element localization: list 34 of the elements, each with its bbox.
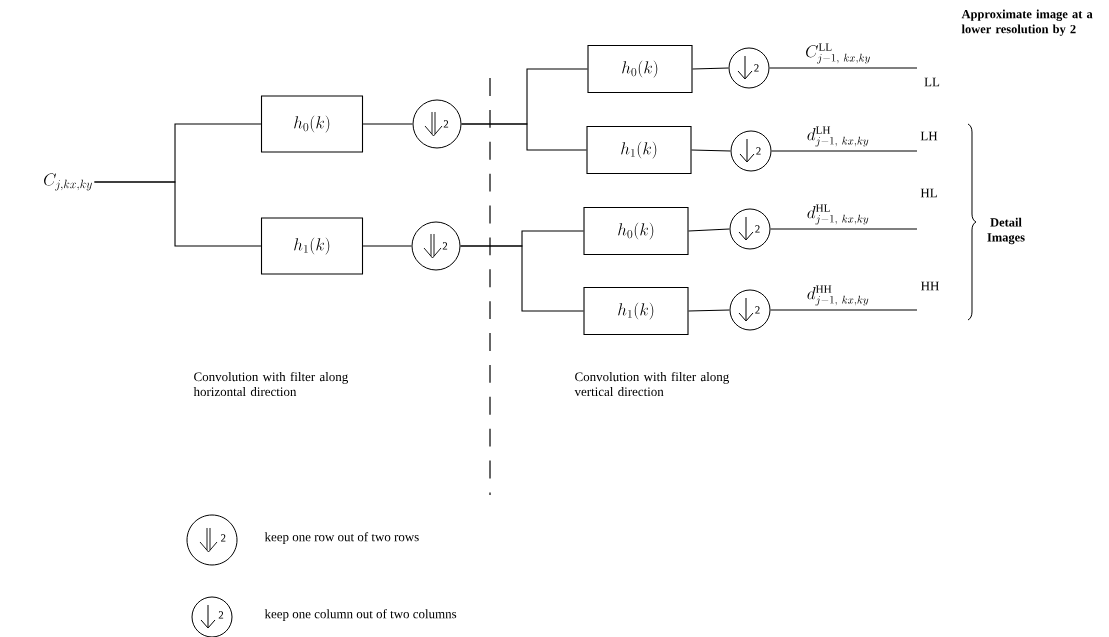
legend-text: keep one row out of two rows (264, 532, 419, 544)
connector-line (362, 123, 413, 125)
connector-line (769, 67, 918, 69)
connector-line (688, 228, 730, 232)
connector-line (691, 149, 731, 152)
filter-box: $h_1(k)$ (583, 286, 689, 336)
output-label: LL (924, 77, 940, 87)
connector-line (771, 150, 918, 152)
side-note: Detail Images (987, 217, 1025, 245)
filter-box: $h_0(k)$ (587, 44, 693, 94)
caption-text: Convolution with filter along horizontal direction (193, 371, 348, 397)
edge-label: $d^{\mathrm{LH}}_{j-1,\ kx,ky}$ (805, 125, 871, 148)
connector-line (461, 123, 587, 151)
filter-box: $h_1(k)$ (586, 125, 692, 175)
filter-box: $h_0(k)$ (583, 206, 689, 256)
filter-box: $h_0(k)$ (260, 95, 364, 153)
edge-label: $C^{\mathrm{LL}}_{j-1,\ kx,ky}$ (804, 42, 872, 65)
edge-label: $d^{\mathrm{HL}}_{j-1,\ kx,ky}$ (805, 203, 871, 226)
connector-line (692, 67, 729, 70)
connector-line (93, 181, 262, 247)
output-label: LH (920, 131, 938, 141)
edge-label: $d^{\mathrm{HH}}_{j-1,\ kx,ky}$ (805, 284, 871, 307)
connector-line (770, 309, 918, 311)
caption-text: Convolution with filter along vertical direction (574, 371, 729, 397)
legend-text: keep one column out of two columns (264, 609, 457, 621)
side-note: Approximate image at a lower resolution by 2 (961, 9, 1093, 36)
connector-line (460, 245, 584, 312)
input-label: $C_{j,kx,ky}$ (44, 173, 92, 191)
connector-line (688, 309, 730, 312)
output-label: HH (921, 281, 939, 291)
connector-line (770, 228, 918, 230)
output-label: HL (920, 188, 937, 198)
connector-line (362, 245, 412, 247)
filter-box: $h_1(k)$ (260, 217, 364, 275)
